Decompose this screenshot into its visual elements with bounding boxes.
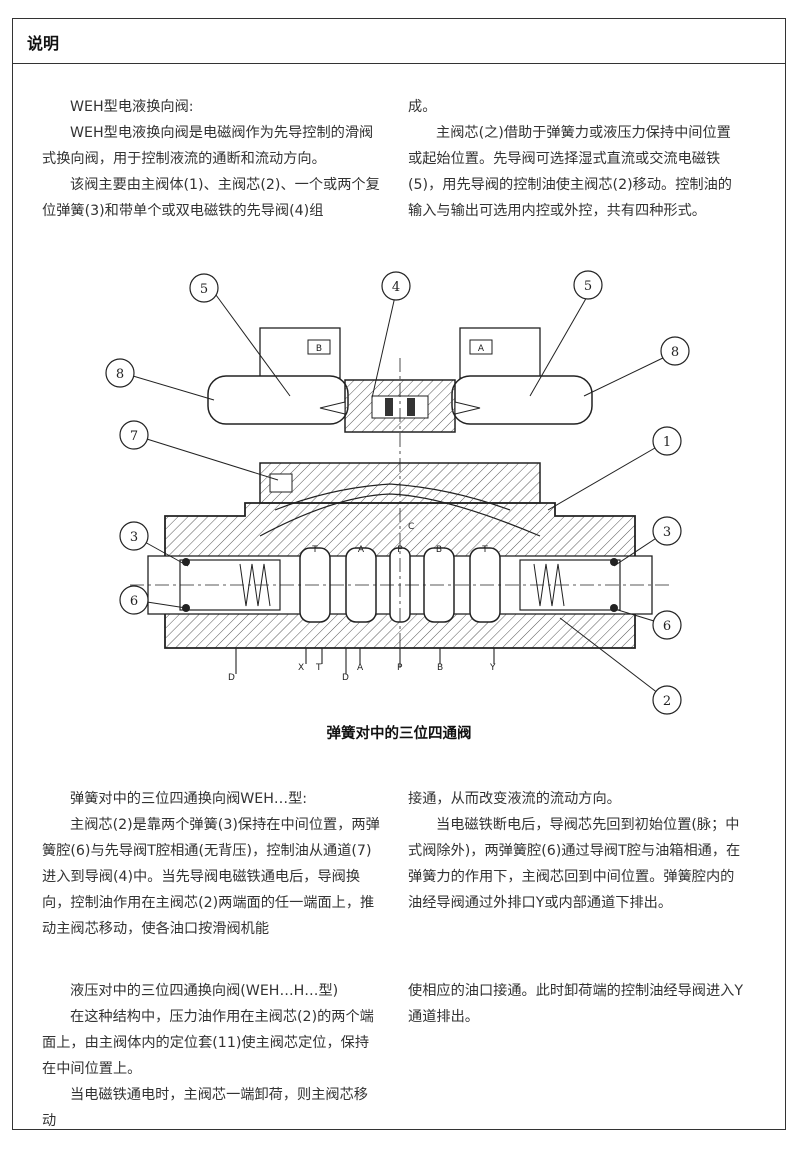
- callout-5-left: 5: [200, 282, 208, 297]
- spool-label-t: T: [481, 545, 488, 555]
- solenoid-body-left: [207, 375, 349, 425]
- intro-heading: WEH型电液换向阀:: [70, 99, 194, 115]
- port-label-t: T: [315, 663, 322, 673]
- section-paragraph: 接通，从而改变液流的流动方向。: [408, 791, 621, 807]
- valve-cross-section-diagram: B A C T A P B T: [105, 270, 690, 715]
- intro-left-column: WEH型电液换向阀: WEH型电液换向阀是电磁阀作为先导控制的滑阀式换向阀，用于…: [42, 94, 382, 224]
- callout-2: 2: [663, 694, 671, 709]
- port-label-p: P: [397, 663, 403, 673]
- hydraulic-centered-right-column: 使相应的油口接通。此时卸荷端的控制油经导阀进入Y通道排出。: [408, 978, 743, 1030]
- port-label-x: X: [298, 663, 304, 673]
- page-title: 说明: [27, 34, 60, 53]
- port-label-d: D: [228, 673, 235, 683]
- spring-centered-right-column: 接通，从而改变液流的流动方向。 当电磁铁断电后，导阀芯先回到初始位置(脉；中式阀…: [408, 786, 743, 916]
- hydraulic-centered-left-column: 液压对中的三位四通换向阀(WEH…H…型) 在这种结构中，压力油作用在主阀芯(2…: [42, 978, 382, 1134]
- spool-label-p: P: [397, 545, 403, 555]
- callout-3-right: 3: [663, 525, 671, 540]
- callout-5-right: 5: [584, 279, 592, 294]
- page-header: 说明: [13, 19, 785, 64]
- intro-paragraph: WEH型电液换向阀是电磁阀作为先导控制的滑阀式换向阀，用于控制液流的通断和流动方…: [42, 125, 374, 167]
- callout-1: 1: [663, 435, 671, 450]
- callout-6-left: 6: [130, 594, 138, 609]
- port-label-a: A: [357, 663, 364, 673]
- page-frame: 说明: [12, 18, 786, 1130]
- port-label-b: B: [437, 663, 443, 673]
- intro-paragraph: 该阀主要由主阀体(1)、主阀芯(2)、一个或两个复位弹簧(3)和带单个或双电磁铁…: [42, 177, 380, 219]
- spring-centered-left-column: 弹簧对中的三位四通换向阀WEH…型: 主阀芯(2)是靠两个弹簧(3)保持在中间位…: [42, 786, 382, 942]
- section-paragraph: 主阀芯(2)是靠两个弹簧(3)保持在中间位置，两弹簧腔(6)与先导阀T腔相通(无…: [42, 817, 380, 937]
- solenoid-label-a: A: [478, 344, 485, 354]
- spool-label-t: T: [311, 545, 318, 555]
- spool-label-b: B: [436, 545, 442, 555]
- solenoid-label-b: B: [316, 344, 322, 354]
- port-label-y: Y: [489, 663, 496, 673]
- solenoid-body-right: [451, 375, 593, 425]
- diagram-caption: 弹簧对中的三位四通阀: [326, 726, 472, 742]
- callout-8-left: 8: [116, 367, 124, 382]
- callout-8-right: 8: [671, 345, 679, 360]
- section-paragraph: 当电磁铁通电时，主阀芯一端卸荷，则主阀芯移动: [42, 1087, 368, 1129]
- spool-label-a: A: [358, 545, 365, 555]
- intro-right-column: 成。 主阀芯(之)借助于弹簧力或液压力保持中间位置或起始位置。先导阀可选择湿式直…: [408, 94, 743, 224]
- section-paragraph: 使相应的油口接通。此时卸荷端的控制油经导阀进入Y通道排出。: [408, 983, 743, 1025]
- intro-paragraph: 主阀芯(之)借助于弹簧力或液压力保持中间位置或起始位置。先导阀可选择湿式直流或交…: [408, 125, 732, 219]
- channel-label-c: C: [408, 522, 414, 532]
- port-label-d: D: [342, 673, 349, 683]
- callout-3-left: 3: [130, 530, 138, 545]
- callout-6-right: 6: [663, 619, 671, 634]
- section-paragraph: 当电磁铁断电后，导阀芯先回到初始位置(脉；中式阀除外)，两弹簧腔(6)通过导阀T…: [408, 817, 741, 911]
- callout-4: 4: [392, 280, 400, 295]
- section-heading: 弹簧对中的三位四通换向阀WEH…型:: [70, 791, 308, 807]
- callout-7: 7: [130, 429, 138, 444]
- intro-paragraph: 成。: [408, 99, 437, 115]
- section-paragraph: 在这种结构中，压力油作用在主阀芯(2)的两个端面上，由主阀体内的定位套(11)使…: [42, 1009, 374, 1077]
- section-heading: 液压对中的三位四通换向阀(WEH…H…型): [70, 983, 339, 999]
- spring-chamber-right: [519, 559, 621, 611]
